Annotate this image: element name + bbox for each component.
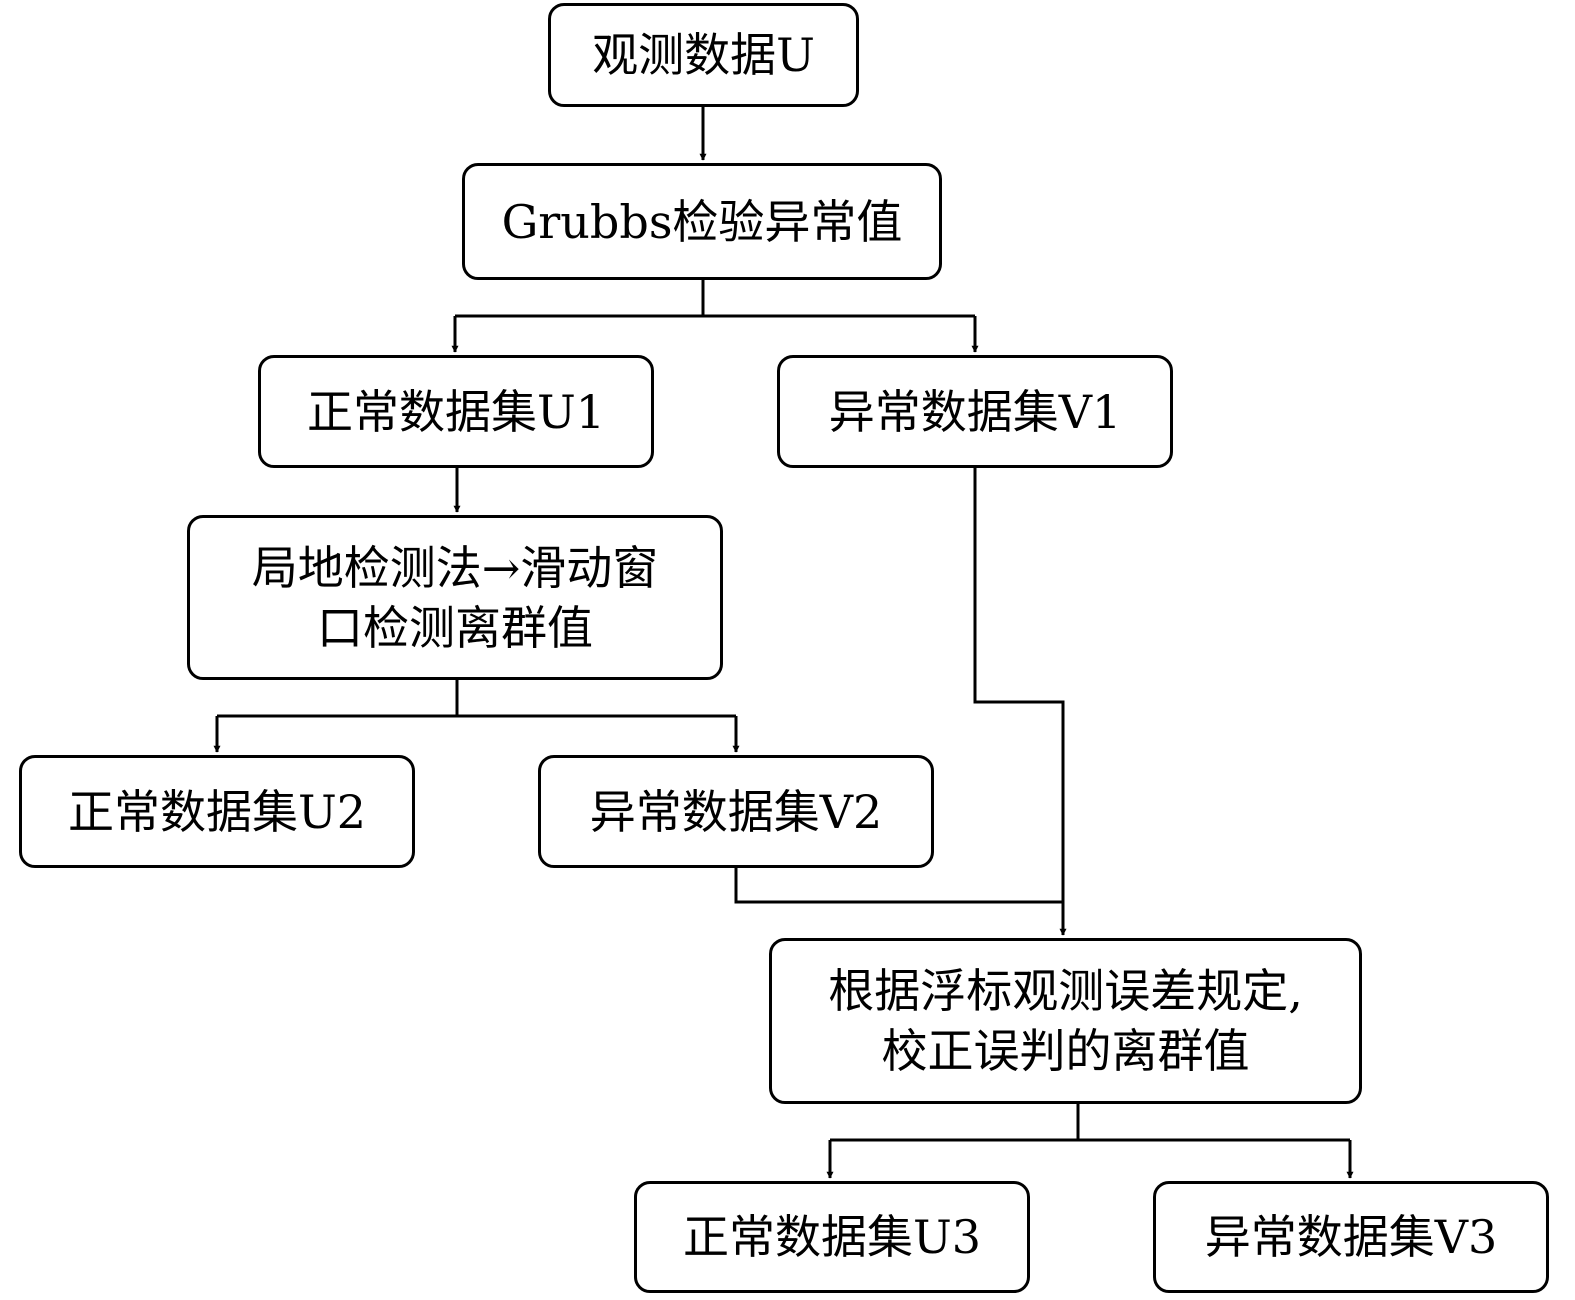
edge-abnormal2-to-correct: [734, 868, 1063, 904]
node-normal-set-u1-label: 正常数据集U1: [306, 384, 606, 439]
node-abnormal-set-v3: 异常数据集V3: [1153, 1181, 1549, 1293]
node-local-detection-line2: 口检测离群值: [316, 600, 593, 655]
node-abnormal-set-v3-label: 异常数据集V3: [1204, 1210, 1498, 1264]
node-grubbs-test-label: Grubbs检验异常值: [501, 194, 903, 249]
node-correction-line1: 根据浮标观测误差规定,: [828, 964, 1303, 1018]
edge-grubbs-split: [455, 280, 975, 318]
node-local-detection-line1: 局地检测法→滑动窗: [251, 540, 659, 595]
node-correction: 根据浮标观测误差规定, 校正误判的离群值: [769, 938, 1362, 1104]
node-normal-set-u2-label: 正常数据集U2: [67, 784, 367, 839]
node-normal-set-u3-label: 正常数据集U3: [682, 1210, 982, 1264]
node-grubbs-test: Grubbs检验异常值: [462, 163, 942, 280]
node-observed-data-label: 观测数据U: [592, 28, 815, 82]
node-local-detection: 局地检测法→滑动窗 口检测离群值: [187, 515, 723, 680]
node-normal-set-u3: 正常数据集U3: [634, 1181, 1030, 1293]
node-abnormal-set-v2: 异常数据集V2: [538, 755, 934, 868]
node-abnormal-set-v2-label: 异常数据集V2: [589, 784, 883, 839]
node-abnormal-set-v1-label: 异常数据集V1: [828, 384, 1122, 439]
node-normal-set-u2: 正常数据集U2: [19, 755, 415, 868]
edge-abnormal1-to-correct: [973, 468, 1067, 936]
node-observed-data: 观测数据U: [548, 3, 859, 107]
edge-correct-split: [830, 1104, 1350, 1142]
edge-local-split: [217, 680, 736, 718]
node-correction-line2: 校正误判的离群值: [881, 1024, 1250, 1078]
node-abnormal-set-v1: 异常数据集V1: [777, 355, 1173, 468]
node-normal-set-u1: 正常数据集U1: [258, 355, 654, 468]
